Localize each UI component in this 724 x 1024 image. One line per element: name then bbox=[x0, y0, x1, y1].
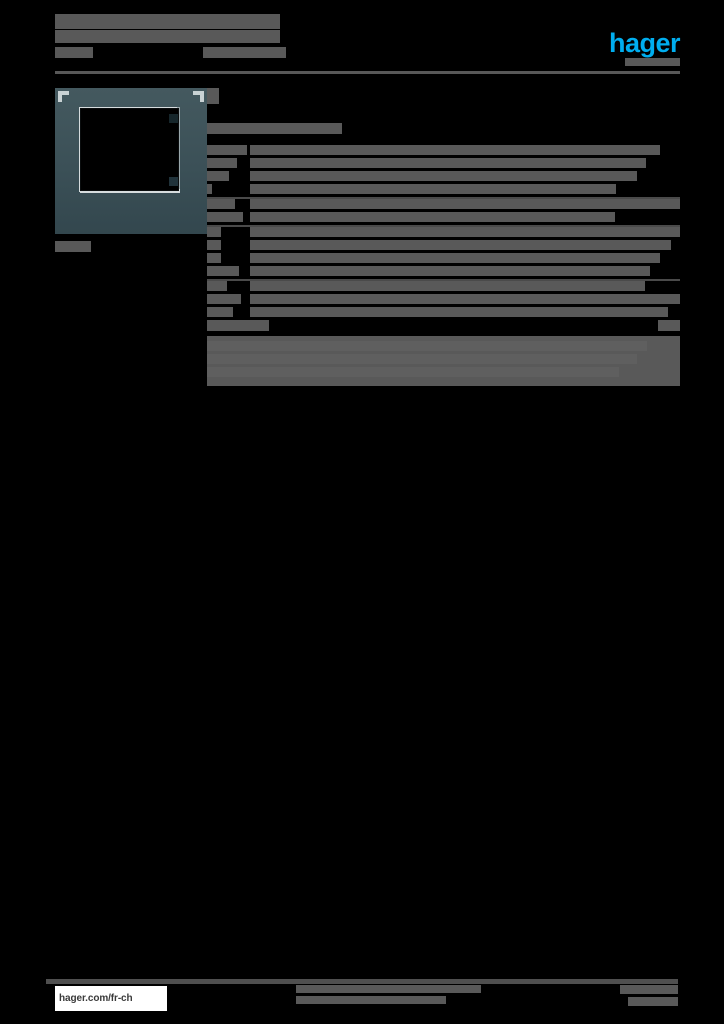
text-line bbox=[207, 281, 227, 291]
text-line bbox=[207, 307, 233, 317]
table-row bbox=[207, 227, 680, 279]
text-line bbox=[207, 158, 237, 168]
spec-value bbox=[250, 281, 680, 320]
footer-center-text bbox=[296, 985, 496, 1011]
spec-value bbox=[250, 145, 680, 197]
summary-panel-heading-row bbox=[207, 320, 680, 332]
text-line bbox=[207, 240, 221, 250]
spec-label bbox=[207, 145, 250, 197]
text-line bbox=[207, 227, 221, 237]
main-content bbox=[207, 88, 680, 386]
page-subtitle-left bbox=[55, 47, 93, 58]
summary-panel-body bbox=[207, 336, 680, 386]
page-title bbox=[55, 14, 286, 58]
text-line bbox=[250, 145, 660, 155]
text-line bbox=[250, 253, 660, 263]
text-line bbox=[250, 266, 650, 276]
frame-shadow-top-right bbox=[169, 114, 178, 123]
text-line bbox=[250, 294, 680, 304]
page-header: hager bbox=[55, 14, 681, 76]
text-line bbox=[207, 184, 212, 194]
text-line bbox=[250, 212, 615, 222]
page-title-line-1 bbox=[55, 14, 280, 29]
product-image-caption bbox=[55, 241, 91, 252]
text-line bbox=[207, 145, 247, 155]
text-line bbox=[207, 253, 221, 263]
text-line bbox=[207, 212, 243, 222]
spec-label bbox=[207, 199, 250, 225]
text-line bbox=[250, 158, 646, 168]
hager-logo: hager bbox=[608, 28, 681, 58]
frame-shadow-bottom-right bbox=[169, 177, 178, 186]
spec-label bbox=[207, 227, 250, 279]
table-row-divider bbox=[207, 225, 680, 227]
logo-subtext bbox=[625, 58, 680, 66]
text-line bbox=[296, 985, 481, 993]
footer-page-number bbox=[613, 985, 678, 1009]
text-line bbox=[620, 985, 678, 994]
product-figure bbox=[55, 88, 207, 252]
text-line bbox=[207, 199, 235, 209]
text-line bbox=[207, 367, 619, 377]
summary-panel-badge bbox=[658, 320, 680, 331]
spec-label bbox=[207, 281, 250, 320]
frame-bevel-bottom bbox=[80, 189, 180, 193]
text-line bbox=[296, 996, 446, 1004]
text-line bbox=[207, 266, 239, 276]
table-row bbox=[207, 145, 680, 197]
summary-panel-heading bbox=[207, 320, 269, 331]
text-line bbox=[207, 341, 647, 351]
text-line bbox=[207, 354, 637, 364]
frame-corner-highlight-left bbox=[58, 91, 62, 102]
document-icon bbox=[207, 88, 219, 104]
footer-website-link[interactable]: hager.com/fr-ch bbox=[55, 986, 167, 1011]
table-row bbox=[207, 199, 680, 225]
text-line bbox=[628, 997, 678, 1006]
summary-panel bbox=[207, 336, 680, 386]
table-row-divider bbox=[207, 197, 680, 199]
text-line bbox=[250, 199, 680, 209]
text-line bbox=[207, 171, 229, 181]
text-line bbox=[250, 240, 671, 250]
spec-value bbox=[250, 227, 680, 279]
product-image bbox=[55, 88, 207, 234]
page-footer: hager.com/fr-ch bbox=[46, 979, 678, 1019]
text-line bbox=[250, 227, 680, 237]
frame-corner-highlight-top-right bbox=[193, 91, 204, 95]
page-subtitle-right bbox=[203, 47, 286, 58]
header-divider bbox=[55, 71, 680, 74]
spec-value bbox=[250, 199, 680, 225]
page-title-line-2 bbox=[55, 30, 280, 43]
frame-aperture bbox=[80, 108, 179, 191]
table-row-divider bbox=[207, 279, 680, 281]
text-line bbox=[250, 184, 616, 194]
frame-corner-highlight-top-left bbox=[58, 91, 69, 95]
specification-table bbox=[207, 145, 680, 320]
text-line bbox=[250, 171, 637, 181]
text-line bbox=[250, 307, 668, 317]
footer-divider bbox=[46, 979, 678, 984]
section-heading bbox=[207, 123, 342, 134]
text-line bbox=[207, 294, 241, 304]
text-line bbox=[250, 281, 645, 291]
table-row bbox=[207, 281, 680, 320]
frame-corner-highlight-right bbox=[200, 91, 204, 102]
specification-table-body bbox=[207, 145, 680, 320]
